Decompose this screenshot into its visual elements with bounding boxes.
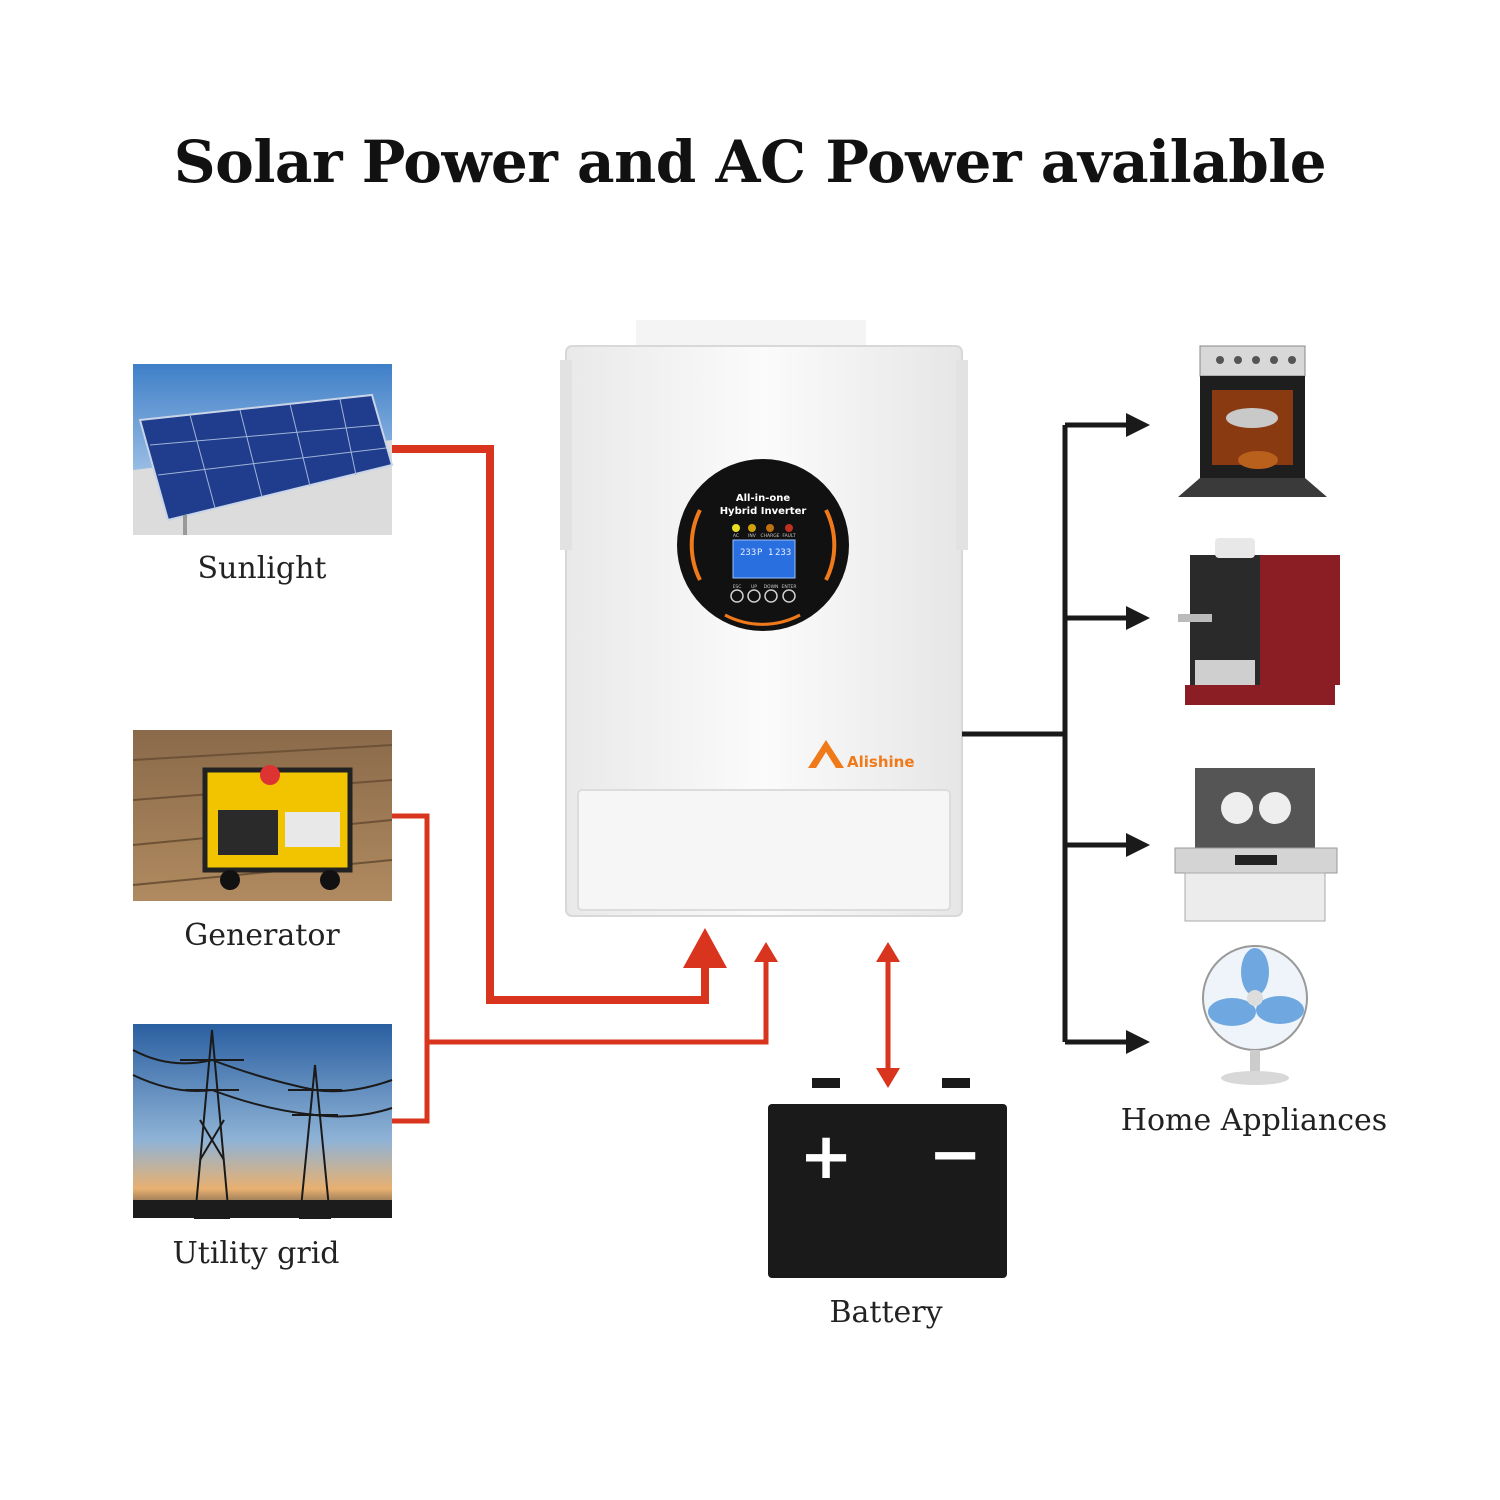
solar-input-arrow: [683, 928, 727, 968]
ac-input-lines: [392, 445, 709, 1004]
indicator-label-fault: FAULT: [782, 533, 795, 539]
coffee-machine-icon: [1178, 538, 1340, 705]
source-label-generator: Generator: [184, 918, 340, 953]
source-label-utility-grid: Utility grid: [172, 1236, 339, 1271]
source-label-sunlight: Sunlight: [198, 551, 327, 586]
oven-icon: [1178, 345, 1327, 497]
generator-input-line: [392, 813, 430, 1124]
battery-link-arrow-down: [876, 1068, 900, 1088]
panel-title-line1: All-in-one: [736, 493, 790, 504]
indicator-lights: [732, 524, 793, 532]
panel-title-line2: Hybrid Inverter: [720, 506, 807, 517]
fan-icon: [1202, 945, 1308, 1085]
button-label-down: DOWN: [764, 584, 779, 590]
alishine-logo-icon: [808, 740, 844, 768]
ac-input-arrow: [754, 942, 778, 962]
down-button[interactable]: [764, 589, 778, 603]
hybrid-inverter: [560, 320, 968, 917]
battery-link-arrow-up: [876, 942, 900, 962]
indicator-label-charge: CHARGE: [760, 533, 779, 539]
appliances-label: Home Appliances: [1121, 1103, 1387, 1138]
enter-button[interactable]: [782, 589, 796, 603]
load-arrows: [1126, 413, 1150, 1054]
solar-input-line: [392, 445, 709, 1004]
load-output-lines: [962, 422, 1130, 1045]
page-title: Solar Power and AC Power available: [173, 128, 1327, 196]
generator-photo: [132, 730, 393, 901]
up-button[interactable]: [747, 589, 761, 603]
dishwasher-icon: [1174, 768, 1338, 922]
indicator-label-ac: AC: [733, 533, 739, 539]
ac-combined-line: [427, 958, 769, 1045]
battery-label: Battery: [829, 1295, 942, 1330]
lcd-mid-readout: P 1: [757, 548, 773, 558]
utility-grid-photo: [132, 1024, 393, 1219]
solar-panel-photo: [133, 364, 394, 535]
brand-name: Alishine: [847, 753, 915, 771]
battery-icon: [768, 1078, 1007, 1278]
inverter-buttons: [730, 589, 796, 603]
button-label-enter: ENTER: [782, 584, 797, 590]
lcd-left-readout: 233: [740, 548, 756, 558]
lcd-right-readout: 233: [775, 548, 791, 558]
battery-minus-symbol: −: [928, 1118, 982, 1192]
button-label-esc: ESC: [733, 584, 742, 590]
esc-button[interactable]: [730, 589, 744, 603]
button-label-up: UP: [751, 584, 757, 590]
indicator-label-inv: INV: [748, 533, 757, 539]
battery-plus-symbol: +: [799, 1120, 853, 1194]
